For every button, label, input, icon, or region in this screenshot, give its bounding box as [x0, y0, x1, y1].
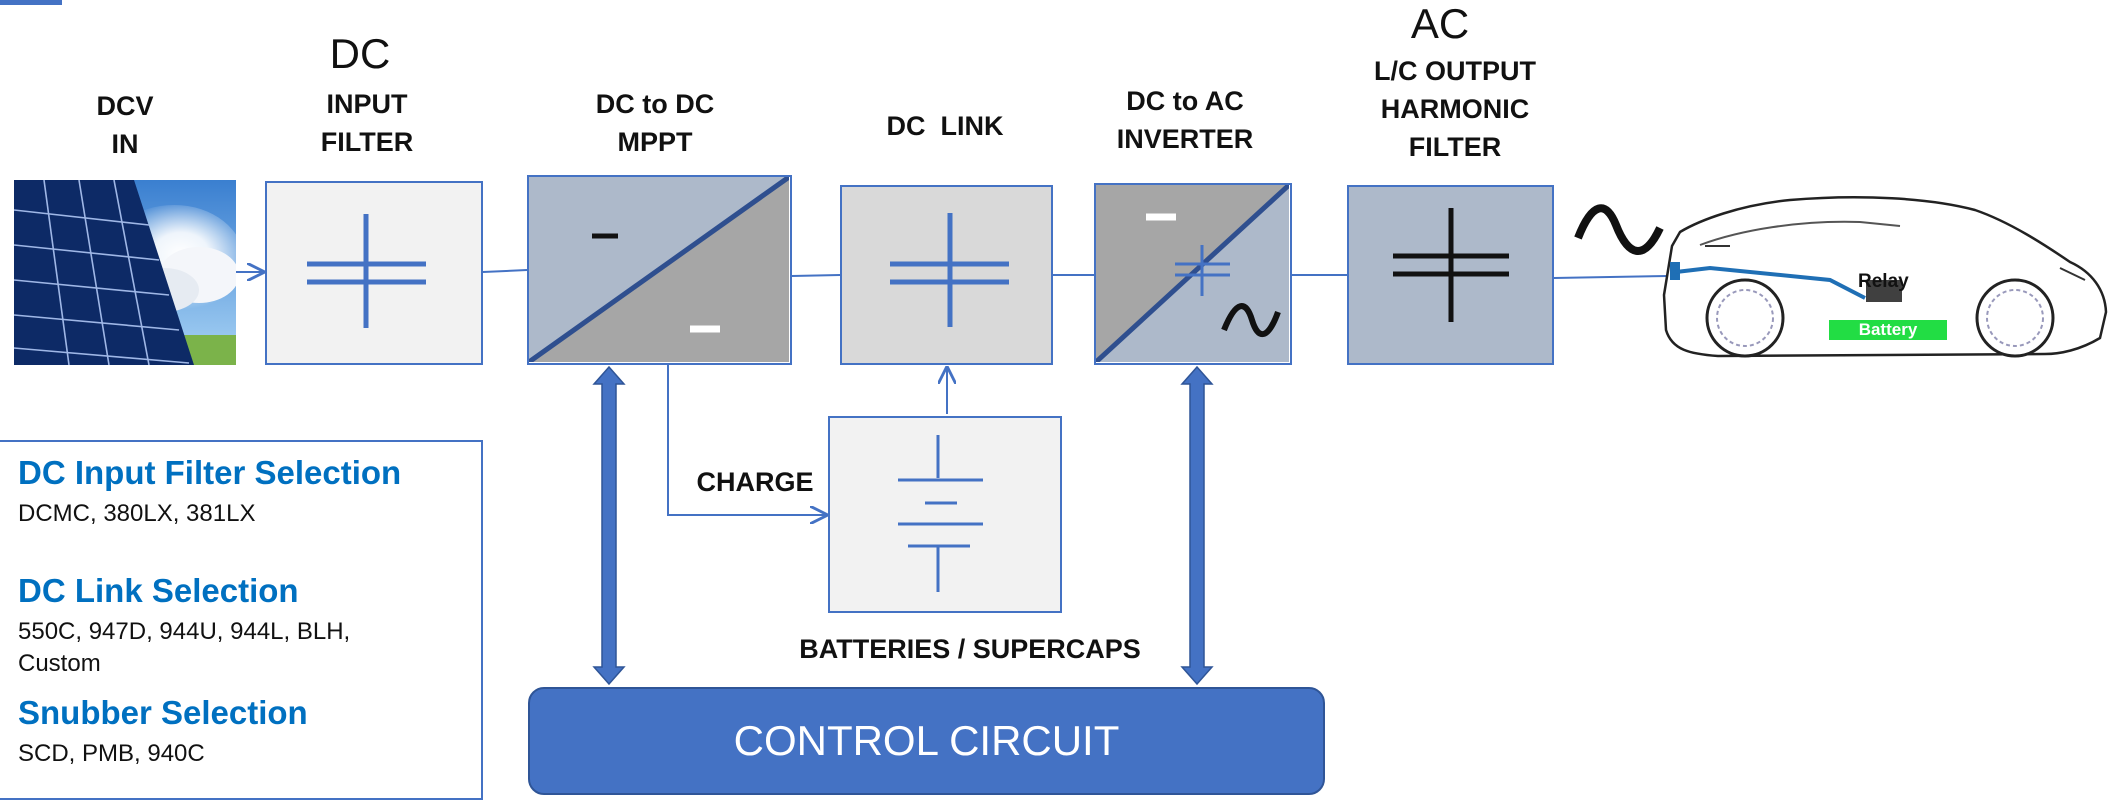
control-link-arrow [592, 365, 626, 686]
dc-input-filter-body: DCMC, 380LX, 381LX [18, 500, 256, 527]
batteries-label: BATTERIES / SUPERCAPS [799, 634, 1141, 664]
selection-panel: DC Input Filter Selection DCMC, 380LX, 3… [0, 440, 483, 800]
mppt-box [527, 175, 792, 365]
control-circuit-label: CONTROL CIRCUIT [733, 717, 1120, 764]
batteries-box [828, 416, 1062, 613]
dc-input-filter-title: DC Input Filter Selection [18, 454, 402, 491]
electric-car-icon [1662, 196, 2108, 358]
capacitor-icon [890, 213, 1009, 327]
snubber-body: SCD, PMB, 940C [18, 740, 205, 767]
relay-label: Relay [1858, 271, 1909, 292]
line-filter-to-mppt [482, 269, 528, 273]
label-ac-header: AC [1410, 0, 1470, 47]
capacitor-icon [307, 214, 426, 328]
dc-link-body-line1: 550C, 947D, 944U, 944L, BLH, [18, 618, 351, 645]
dc-link-box [840, 185, 1053, 365]
label-dc-header: DC [329, 30, 391, 77]
line-mppt-to-link [791, 274, 841, 277]
capacitor-icon [1175, 245, 1230, 296]
charge-label: CHARGE [696, 467, 814, 497]
inverter-sine-icon [1221, 303, 1281, 337]
line-filter-to-car [1553, 275, 1669, 279]
sine-wave-icon [1574, 204, 1664, 255]
charge-arrow [667, 365, 826, 515]
control-circuit-box: CONTROL CIRCUIT [528, 687, 1325, 795]
label-dc-link: DC LINK [886, 111, 1004, 141]
solar-panel-image [14, 180, 236, 365]
dc-link-body: 550C, 947D, 944U, 944L, BLH, Custom [18, 616, 481, 680]
battery-icon [898, 435, 983, 592]
capacitor-icon [1393, 208, 1509, 322]
control-link-arrow [1180, 365, 1214, 686]
dc-link-title: DC Link Selection [18, 572, 299, 609]
dc-link-body-line2: Custom [18, 650, 101, 677]
input-filter-box [265, 181, 483, 365]
snubber-title: Snubber Selection [18, 694, 308, 731]
battery-label: Battery [1858, 320, 1918, 339]
connector-lines [236, 269, 1669, 515]
corner-mark [0, 0, 62, 5]
